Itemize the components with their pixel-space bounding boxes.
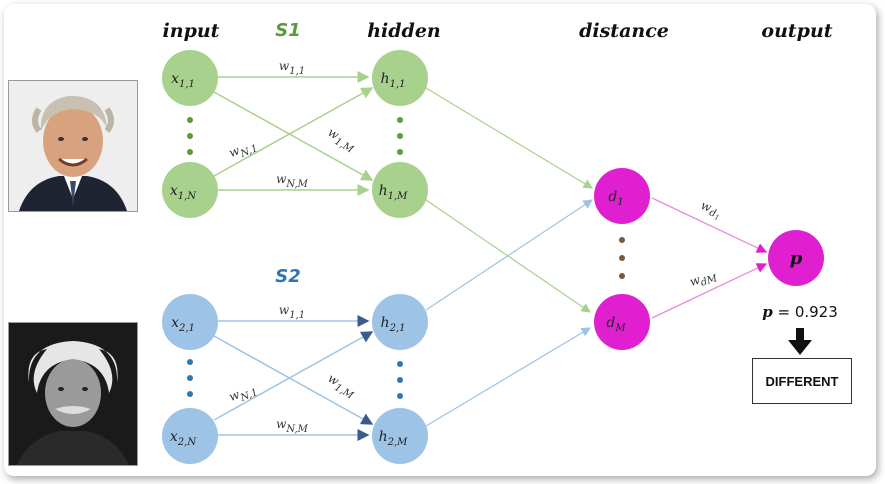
edge-x2N-h21 xyxy=(213,331,374,421)
decision-result-box: DIFFERENT xyxy=(752,358,852,404)
svg-text:h2,M: h2,M xyxy=(379,429,409,448)
weight-label-w1M-s2: w1,M xyxy=(323,371,359,402)
weight-label-wN1-s2: wN,1 xyxy=(227,381,260,408)
ellipsis-dots-distance xyxy=(619,237,625,279)
edge-h2M-dM xyxy=(425,327,592,427)
header-output: output xyxy=(761,20,832,42)
header-distance: distance xyxy=(579,20,669,42)
ellipsis-dots-hidden-s1 xyxy=(397,117,403,155)
node-h21: h2,1 xyxy=(372,294,428,350)
node-x11: x1,1 xyxy=(162,50,218,106)
edge-dM-p xyxy=(651,263,768,319)
svg-text:d1: d1 xyxy=(608,189,623,208)
stream-label-s2: S2 xyxy=(275,266,301,287)
down-arrow-icon xyxy=(788,328,812,355)
node-h2M: h2,M xyxy=(372,408,428,464)
node-x21: x2,1 xyxy=(162,294,218,350)
person-photo-bottom xyxy=(8,322,138,466)
person-photo-top xyxy=(8,80,138,212)
weight-label-w11-s1: w1,1 xyxy=(279,59,305,77)
weight-label-wN1-s1: wN,1 xyxy=(227,137,260,164)
node-h11: h1,1 xyxy=(372,50,428,106)
node-dM: dM xyxy=(594,294,650,350)
svg-text:h1,M: h1,M xyxy=(379,183,409,202)
node-d1: d1 xyxy=(594,168,650,224)
weight-label-w11-s2: w1,1 xyxy=(279,303,305,321)
node-h1M: h1,M xyxy=(372,162,428,218)
diagram-frame xyxy=(4,4,876,476)
node-x1N: x1,N xyxy=(162,162,218,218)
svg-text:dM: dM xyxy=(606,315,626,334)
edge-x21-h2M xyxy=(213,335,374,425)
svg-text:x1,1: x1,1 xyxy=(171,71,195,90)
header-input: input xyxy=(163,20,220,42)
svg-text:x2,1: x2,1 xyxy=(171,315,195,334)
ellipsis-dots-input-s2 xyxy=(187,359,193,397)
svg-text:x1,N: x1,N xyxy=(170,183,197,202)
svg-text:p: p xyxy=(790,248,803,269)
edge-x11-h1M xyxy=(213,91,374,181)
node-p: p xyxy=(768,230,824,286)
weight-label-wNM-s1: wN,M xyxy=(276,172,309,190)
ellipsis-dots-input-s1 xyxy=(187,117,193,155)
node-x2N: x2,N xyxy=(162,408,218,464)
weight-label-wNM-s2: wN,M xyxy=(276,417,309,435)
svg-text:h1,1: h1,1 xyxy=(381,71,406,90)
weight-label-wd1: wd1 xyxy=(698,198,724,222)
edge-x1N-h11 xyxy=(213,87,374,177)
edge-h11-d1 xyxy=(425,87,594,189)
edge-d1-p xyxy=(651,197,768,253)
ellipsis-dots-hidden-s2 xyxy=(397,361,403,399)
svg-text:h2,1: h2,1 xyxy=(381,315,406,334)
p-value-text: p = 0.923 xyxy=(762,303,838,321)
stream-label-s1: S1 xyxy=(275,20,301,41)
portrait-bottom-icon xyxy=(9,323,137,465)
weight-label-w1M-s1: w1,M xyxy=(323,125,359,156)
edge-h21-d1 xyxy=(425,199,594,311)
svg-text:x2,N: x2,N xyxy=(170,429,197,448)
header-hidden: hidden xyxy=(367,20,441,42)
portrait-top-icon xyxy=(9,81,137,211)
